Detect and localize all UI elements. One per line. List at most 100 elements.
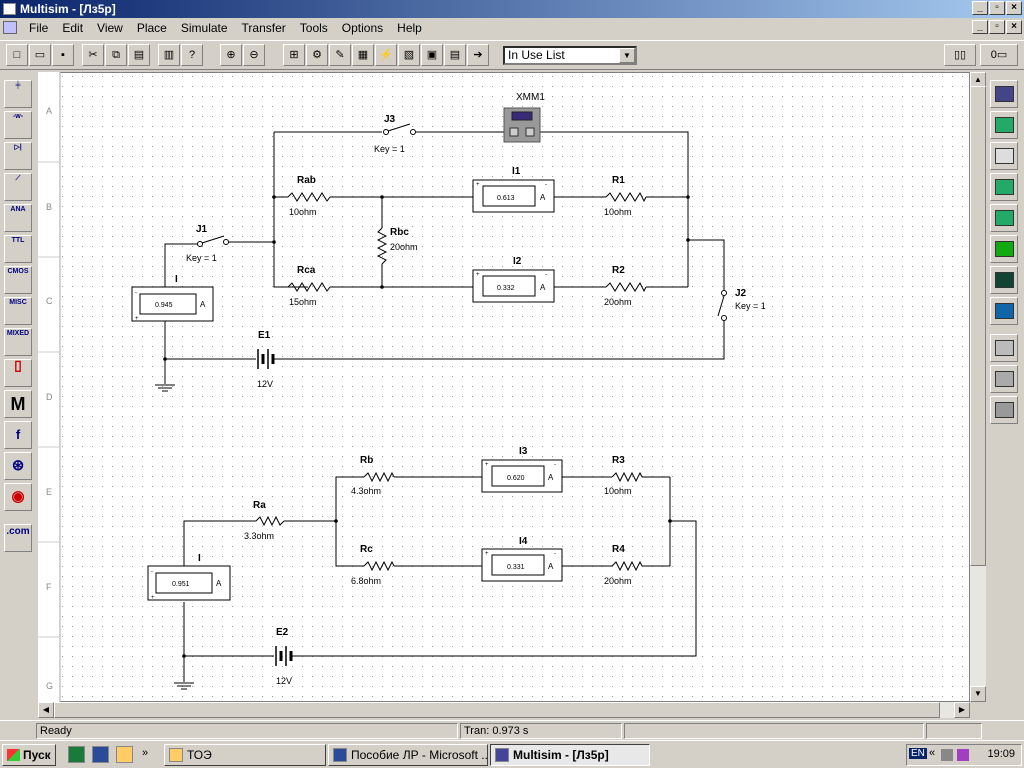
palette-transistor-icon[interactable]: ⟋: [4, 173, 32, 201]
menu-simulate[interactable]: Simulate: [180, 21, 228, 35]
print-icon[interactable]: ▥: [158, 44, 180, 66]
create-component-icon[interactable]: ✎: [329, 44, 351, 66]
folder-quicklaunch-icon[interactable]: [116, 746, 133, 763]
resistor-r1[interactable]: [605, 191, 647, 203]
switch-j3[interactable]: J3 Key = 1: [374, 114, 416, 154]
taskbar-item-multisim[interactable]: Multisim - [Лз5р]: [490, 744, 650, 766]
postprocessor-icon[interactable]: ▦: [352, 44, 374, 66]
help-icon[interactable]: ?: [181, 44, 203, 66]
menu-file[interactable]: File: [29, 21, 49, 35]
close-button[interactable]: ×: [1006, 1, 1022, 15]
scroll-left-icon[interactable]: ◀: [38, 702, 54, 718]
grapher-icon[interactable]: ▤: [444, 44, 466, 66]
run-switch-icon[interactable]: 0▭: [980, 44, 1018, 66]
palette-diode-icon[interactable]: ▷|: [4, 142, 32, 170]
ammeter-i-main-2[interactable]: I 0.951 A -+: [147, 553, 231, 601]
horizontal-scrollbar[interactable]: ◀ ▶: [38, 702, 970, 718]
quicklaunch-more-icon[interactable]: »: [142, 747, 149, 759]
oscilloscope-icon[interactable]: [990, 173, 1018, 201]
ammeter-i3[interactable]: I3 0.620 A +-: [481, 446, 563, 493]
multimeter-xmm1[interactable]: XMM1: [503, 92, 545, 143]
palette-misc-icon[interactable]: MISC: [4, 297, 32, 325]
logic-analyzer-icon[interactable]: [990, 266, 1018, 294]
resistor-rca[interactable]: [287, 282, 331, 292]
resistor-rc[interactable]: [363, 560, 395, 572]
menu-view[interactable]: View: [97, 21, 123, 35]
bode-plotter-icon[interactable]: [990, 204, 1018, 232]
resistor-r4[interactable]: [611, 560, 643, 572]
ammeter-i4[interactable]: I4 0.331 A +-: [481, 536, 563, 582]
doc-minimize-button[interactable]: _: [972, 20, 988, 34]
word-generator-icon[interactable]: [990, 235, 1018, 263]
zoom-in-icon[interactable]: ⊕: [220, 44, 242, 66]
minimize-button[interactable]: _: [972, 1, 988, 15]
save-icon[interactable]: ▪: [52, 44, 74, 66]
menu-tools[interactable]: Tools: [299, 21, 328, 35]
palette-com-icon[interactable]: .com: [4, 524, 32, 552]
transfer-icon[interactable]: ▧: [398, 44, 420, 66]
vertical-scrollbar[interactable]: ▲ ▼: [970, 72, 986, 702]
database-icon[interactable]: ⚙: [306, 44, 328, 66]
menu-edit[interactable]: Edit: [62, 21, 84, 35]
switch-j1[interactable]: J1 Key = 1: [186, 224, 229, 263]
doc-restore-button[interactable]: ▫: [989, 20, 1005, 34]
palette-rf-icon[interactable]: ◉: [4, 483, 32, 511]
function-generator-icon[interactable]: [990, 111, 1018, 139]
word-quicklaunch-icon[interactable]: [92, 746, 109, 763]
resistor-r3[interactable]: [611, 471, 643, 483]
copy-icon[interactable]: ⧉: [105, 44, 127, 66]
chip-icon[interactable]: ▣: [421, 44, 443, 66]
distortion-analyzer-icon[interactable]: [990, 334, 1018, 362]
network-analyzer-icon[interactable]: [990, 396, 1018, 424]
wattmeter-icon[interactable]: [990, 142, 1018, 170]
menu-options[interactable]: Options: [341, 21, 384, 35]
zoom-out-icon[interactable]: ⊖: [243, 44, 265, 66]
tray-app-icon[interactable]: [957, 749, 969, 761]
tray-expand-icon[interactable]: «: [929, 747, 936, 759]
scroll-right-icon[interactable]: ▶: [954, 702, 970, 718]
menu-transfer[interactable]: Transfer: [241, 21, 286, 35]
document-icon[interactable]: [3, 21, 17, 34]
palette-electromech-icon[interactable]: ⊛: [4, 452, 32, 480]
taskbar-item-toe[interactable]: ТОЭ: [164, 744, 326, 766]
ammeter-i-main-1[interactable]: I 0.945 A -+: [131, 274, 214, 322]
menu-place[interactable]: Place: [136, 21, 167, 35]
palette-ttl-icon[interactable]: TTL: [4, 235, 32, 263]
excel-quicklaunch-icon[interactable]: [68, 746, 85, 763]
resistor-rbc[interactable]: [376, 227, 388, 265]
resistor-rb[interactable]: [363, 471, 395, 483]
schematic-drawing[interactable]: A B C D E F G J3 Key = 1 XMM1 Rab 10ohm …: [38, 72, 970, 702]
ammeter-i2[interactable]: I2 0.332 A +-: [472, 256, 555, 303]
battery-e1[interactable]: E1 12V: [256, 330, 275, 389]
paste-icon[interactable]: ▤: [128, 44, 150, 66]
pause-icon[interactable]: ▯▯: [944, 44, 976, 66]
palette-ana-icon[interactable]: ANA: [4, 204, 32, 232]
menu-help[interactable]: Help: [397, 21, 422, 35]
doc-close-button[interactable]: ×: [1006, 20, 1022, 34]
palette-m-icon[interactable]: M: [4, 390, 32, 418]
battery-e2[interactable]: E2 12V: [275, 627, 293, 686]
palette-indicator-icon[interactable]: ▯: [4, 358, 32, 387]
palette-sources-icon[interactable]: ╪: [4, 80, 32, 108]
analysis-icon[interactable]: ⚡: [375, 44, 397, 66]
spectrum-analyzer-icon[interactable]: [990, 365, 1018, 393]
chevron-down-icon[interactable]: ▼: [619, 48, 635, 63]
taskbar-item-word[interactable]: Пособие ЛР - Microsoft ...: [328, 744, 488, 766]
start-button[interactable]: Пуск: [2, 744, 56, 766]
palette-mixed-icon[interactable]: MIXED: [4, 328, 32, 356]
resistor-r2[interactable]: [605, 281, 647, 293]
volume-icon[interactable]: [941, 749, 953, 761]
restore-button[interactable]: ▫: [989, 1, 1005, 15]
resistor-ra[interactable]: [255, 515, 285, 527]
scroll-down-icon[interactable]: ▼: [970, 686, 986, 702]
open-icon[interactable]: ▭: [29, 44, 51, 66]
switch-j2[interactable]: J2 Key = 1: [717, 288, 766, 321]
resistor-rab[interactable]: [287, 192, 331, 202]
ammeter-i1[interactable]: I1 0.613 A +-: [472, 166, 555, 213]
palette-cmos-icon[interactable]: CMOS: [4, 266, 32, 294]
horizontal-scroll-thumb[interactable]: [54, 702, 940, 718]
component-icon[interactable]: ⊞: [283, 44, 305, 66]
palette-f-icon[interactable]: f: [4, 421, 32, 449]
palette-basic-icon[interactable]: -w-: [4, 111, 32, 139]
logic-converter-icon[interactable]: [990, 297, 1018, 325]
